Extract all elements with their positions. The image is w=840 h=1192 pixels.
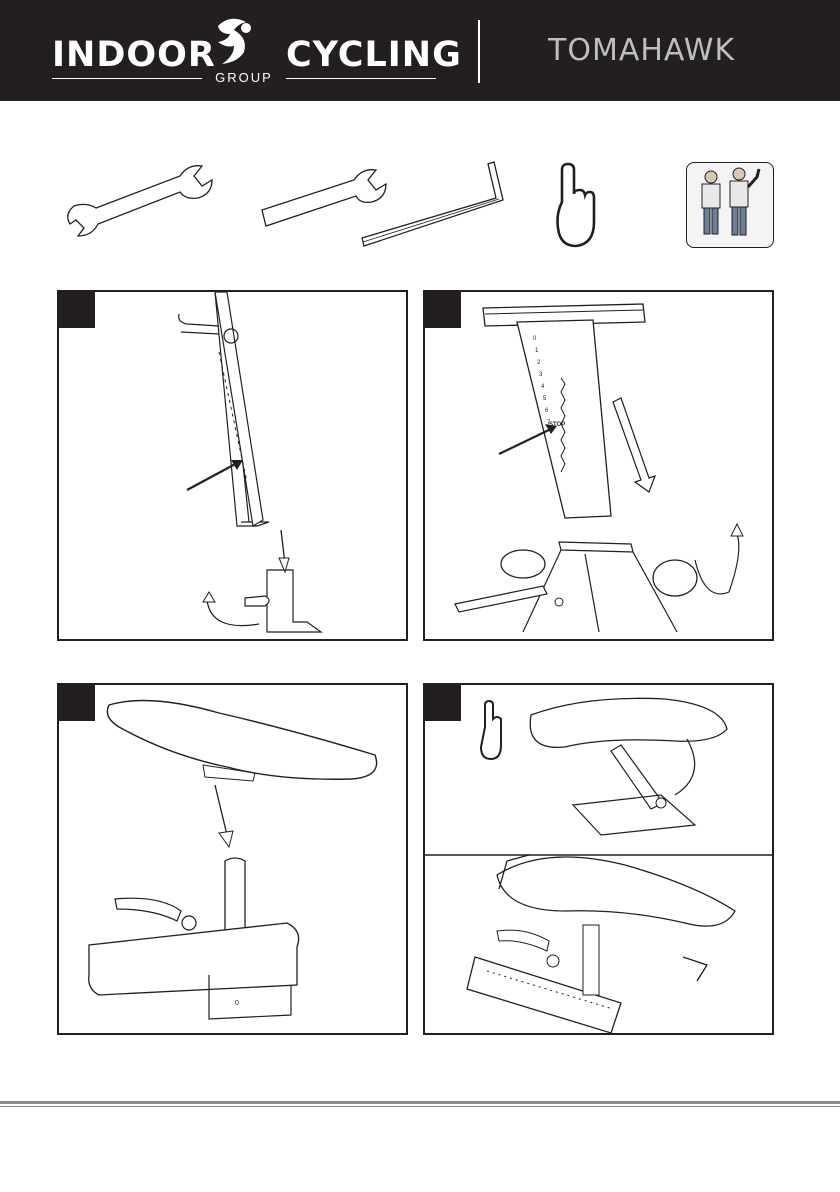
header-bar: INDOOR CYCLING GROUP TOMAHAWK <box>0 0 840 101</box>
hand-tighten-icon <box>552 162 600 250</box>
brand-sub-text: GROUP <box>215 70 273 85</box>
step-panel-3: 0 <box>57 683 408 1035</box>
open-end-wrench-icon <box>62 162 214 244</box>
brand-sub-group: GROUP <box>52 70 436 85</box>
saddle-mount-illustration: 0 <box>59 685 406 1033</box>
footer-rule-thin <box>0 1106 840 1107</box>
step-number-box <box>425 685 461 721</box>
brand-logo-indoor-cycling: INDOOR CYCLING <box>52 38 216 73</box>
step-panel-1 <box>57 290 408 641</box>
brand-logo-tomahawk: TOMAHAWK <box>548 33 735 68</box>
seat-post-insert-illustration: 0 1 2 3 4 5 6 7 STOP <box>425 292 772 639</box>
cyclist-logo-icon <box>208 16 258 68</box>
product-name: TOMAHAWK <box>548 33 735 68</box>
saddle-adjust-illustration <box>425 685 772 1033</box>
step-number-box <box>425 292 461 328</box>
step-panel-2: 0 1 2 3 4 5 6 7 STOP <box>423 290 774 641</box>
hex-key-icon <box>360 160 510 250</box>
step-number-box <box>59 685 95 721</box>
two-person-icon <box>686 162 774 248</box>
header-divider <box>478 20 480 83</box>
step-number-box <box>59 292 95 328</box>
brand-word-cycling: CYCLING <box>286 38 462 73</box>
footer-rule <box>0 1101 840 1104</box>
brand-word-indoor: INDOOR <box>52 35 216 75</box>
seat-post-slide-illustration <box>59 292 406 639</box>
height-mark: 0 <box>235 1000 239 1007</box>
step-panel-4 <box>423 683 774 1035</box>
